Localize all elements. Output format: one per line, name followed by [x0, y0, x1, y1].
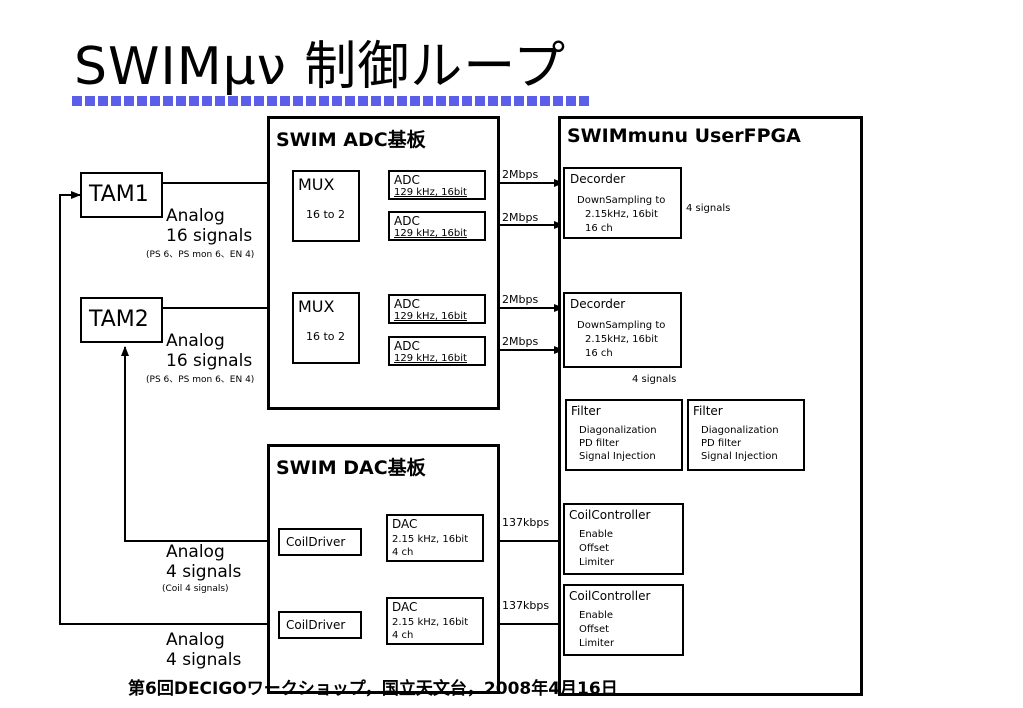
title-dot	[514, 96, 524, 106]
title-dot	[280, 96, 290, 106]
fpga-title: SWIMmunu UserFPGA	[567, 125, 801, 147]
title-dot	[332, 96, 342, 106]
title-dot	[488, 96, 498, 106]
title-dot	[423, 96, 433, 106]
title-dot	[384, 96, 394, 106]
tam2-box: TAM2	[80, 297, 163, 343]
dac-board: SWIM DAC基板	[267, 444, 500, 694]
title-underline-dots	[72, 96, 589, 106]
title-dot	[241, 96, 251, 106]
analog-sub-3: (Coil 4 signals)	[162, 584, 229, 594]
rate-label-4: 2Mbps	[502, 335, 539, 348]
title-dot	[410, 96, 420, 106]
adc-4: ADC 129 kHz, 16bit	[388, 336, 486, 366]
tam2-label: TAM2	[89, 307, 149, 332]
adc-1: ADC 129 kHz, 16bit	[388, 170, 486, 200]
rate-label-6: 137kbps	[502, 599, 550, 612]
title-dot	[475, 96, 485, 106]
decorder-1: Decorder DownSampling to 2.15kHz, 16bit …	[563, 167, 682, 239]
rate-label-1: 2Mbps	[502, 168, 539, 181]
title-dot	[189, 96, 199, 106]
dac-1: DAC 2.15 kHz, 16bit 4 ch	[386, 514, 484, 562]
tam1-box: TAM1	[80, 172, 163, 218]
dac-board-title: SWIM DAC基板	[276, 457, 426, 479]
four-signals-label-1: 4 signals	[686, 203, 731, 214]
title-dot	[345, 96, 355, 106]
title-dot	[540, 96, 550, 106]
coil-driver-2: CoilDriver	[278, 611, 362, 639]
title-dot	[358, 96, 368, 106]
filter-1: Filter Diagonalization PD filter Signal …	[565, 399, 683, 471]
filter-2: Filter Diagonalization PD filter Signal …	[687, 399, 805, 471]
title-dot	[371, 96, 381, 106]
title-dot	[566, 96, 576, 106]
title-dot	[72, 96, 82, 106]
page-title: SWIMμν 制御ループ	[74, 37, 567, 97]
title-dot	[293, 96, 303, 106]
mux-2: MUX 16 to 2	[292, 292, 360, 364]
title-dot	[306, 96, 316, 106]
title-dot	[85, 96, 95, 106]
coil-controller-1: CoilController Enable Offset Limiter	[563, 503, 684, 575]
title-dot	[527, 96, 537, 106]
title-dot	[163, 96, 173, 106]
analog-sub-2: (PS 6、PS mon 6、EN 4)	[146, 375, 255, 385]
title-dot	[98, 96, 108, 106]
title-dot	[111, 96, 121, 106]
title-dot	[228, 96, 238, 106]
coil-driver-1: CoilDriver	[278, 528, 362, 556]
title-dot	[202, 96, 212, 106]
title-dot	[397, 96, 407, 106]
title-dot	[553, 96, 563, 106]
rate-label-2: 2Mbps	[502, 211, 539, 224]
title-dot	[501, 96, 511, 106]
title-dot	[267, 96, 277, 106]
analog-sub-1: (PS 6、PS mon 6、EN 4)	[146, 250, 255, 260]
title-dot	[254, 96, 264, 106]
title-dot	[176, 96, 186, 106]
title-dot	[319, 96, 329, 106]
coil-controller-2: CoilController Enable Offset Limiter	[563, 584, 684, 656]
decorder-2: Decorder DownSampling to 2.15kHz, 16bit …	[563, 292, 682, 368]
adc-board-title: SWIM ADC基板	[276, 129, 426, 151]
title-dot	[436, 96, 446, 106]
title-dot	[137, 96, 147, 106]
title-dot	[579, 96, 589, 106]
adc-2: ADC 129 kHz, 16bit	[388, 211, 486, 241]
title-dot	[215, 96, 225, 106]
title-dot	[462, 96, 472, 106]
footer: 第6回DECIGOワークショップ，国立天文台，2008年4月16日	[128, 679, 618, 699]
dac-2: DAC 2.15 kHz, 16bit 4 ch	[386, 597, 484, 645]
title-dot	[124, 96, 134, 106]
title-dot	[150, 96, 160, 106]
rate-label-5: 137kbps	[502, 516, 550, 529]
mux-1: MUX 16 to 2	[292, 170, 360, 242]
adc-3: ADC 129 kHz, 16bit	[388, 294, 486, 324]
title-dot	[449, 96, 459, 106]
tam1-label: TAM1	[89, 182, 149, 207]
four-signals-label-2: 4 signals	[632, 374, 677, 385]
rate-label-3: 2Mbps	[502, 293, 539, 306]
